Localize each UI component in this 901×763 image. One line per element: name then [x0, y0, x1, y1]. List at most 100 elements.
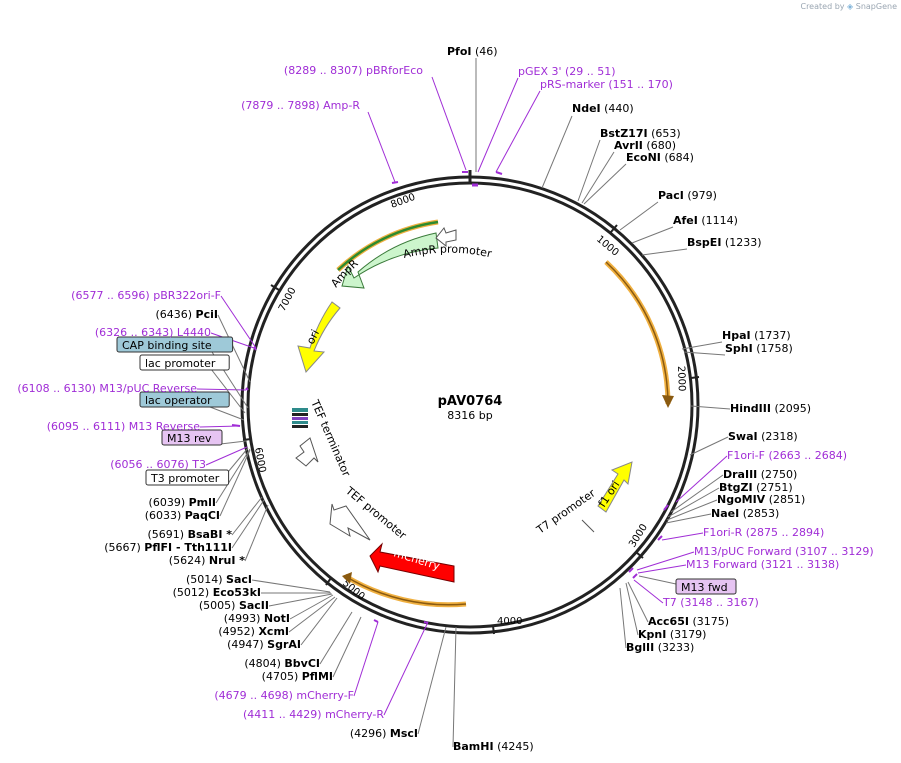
feature-label-tef-promoter: TEF promoter [342, 484, 409, 543]
callout-line-xcmi [288, 596, 336, 633]
site-eco53ki: (5012) Eco53kI [173, 586, 261, 599]
callout-line-pbr322ori-f [220, 295, 257, 349]
tef-terminator-arrow [295, 437, 319, 467]
callout-line-econi [583, 163, 627, 205]
site-paqci: (6033) PaqCI [145, 509, 220, 522]
site-hindiii: HindIII (2095) [730, 402, 811, 415]
feature-label-t7-promoter: T7 promoter [533, 486, 598, 537]
primer-m13-forward: M13 Forward (3121 .. 3138) [686, 558, 839, 571]
callout-line-m13-fwd [638, 575, 677, 585]
label-box-lac-operator [139, 391, 230, 408]
primer-pbr322ori-f: (6577 .. 6596) pBR322ori-F [71, 289, 221, 302]
callout-line-draiii [670, 474, 724, 513]
callout-line-bamhi [452, 626, 457, 748]
primer-t3: (6056 .. 6076) T3 [110, 458, 206, 471]
site-pfoi: PfoI (46) [447, 45, 498, 58]
site-sacii: (5005) SacII [199, 599, 269, 612]
callout-line-mcherry-r [383, 621, 429, 716]
callout-line-noti [289, 594, 334, 620]
site-pflmi: (4705) PflMI [262, 670, 333, 683]
callout-line-hindiii [690, 405, 731, 410]
callout-line-lac-operator [209, 406, 245, 421]
tick-label-2000: 2000 [675, 366, 687, 392]
site-econi: EcoNI (684) [626, 151, 694, 164]
site-bbvci: (4804) BbvCI [244, 657, 320, 670]
site-pmli: (6039) PmlI [149, 496, 216, 509]
callout-line-pmli [215, 448, 251, 504]
primer-f1ori-r: F1ori-R (2875 .. 2894) [703, 526, 824, 539]
site-acc65i: Acc65I (3175) [648, 615, 729, 628]
site-ngomiv: NgoMIV (2851) [717, 493, 805, 506]
callout-line-ngomiv [666, 499, 718, 521]
callout-line-amp-r [367, 111, 396, 183]
tick-label-4000: 4000 [497, 616, 522, 627]
site-bsabi: (5691) BsaBI * [148, 528, 233, 541]
snapgene-logo-icon: ◈ [847, 2, 854, 11]
site-saci: (5014) SacI [186, 573, 252, 586]
callout-line-f1ori-r [661, 532, 704, 541]
primer-mcherry-f: (4679 .. 4698) mCherry-F [214, 689, 354, 702]
site-bamhi: BamHI (4245) [453, 740, 534, 753]
site-hpai: HpaI (1737) [722, 329, 791, 342]
primer-pgex-3: pGEX 3' (29 .. 51) [518, 65, 616, 78]
feature-arrows [292, 219, 674, 608]
site-kpni: KpnI (3179) [638, 628, 706, 641]
callout-line-f1ori-f [675, 455, 728, 503]
label-t3-promoter: T3 promoter [150, 472, 220, 485]
brown-arc-right [605, 261, 669, 405]
site-draiii: DraIII (2750) [723, 468, 797, 481]
site-pflfi-tth111i: (5667) PflFI - Tth111I [104, 541, 232, 554]
site-afei: AfeI (1114) [673, 214, 738, 227]
callout-line-btgzi [667, 487, 720, 518]
credit-text: Created by [800, 2, 845, 11]
callout-line-bstz17i [577, 139, 601, 202]
snapgene-credit: Created by ◈ SnapGene [800, 2, 897, 11]
callout-line-hpai [681, 341, 723, 350]
site-xcmi: (4952) XcmI [218, 625, 289, 638]
gold-arc-right [604, 260, 671, 405]
callout-line-msci [417, 626, 447, 735]
callout-line-m13-reverse [199, 425, 241, 428]
site-bstz17i: BstZ17I (653) [600, 127, 681, 140]
label-cap-binding-site: CAP binding site [122, 339, 212, 352]
label-box-cap-binding-site [116, 336, 234, 353]
mcherry-arrow [369, 542, 455, 583]
callout-line-pgex-3 [477, 77, 519, 173]
tick-label-6000: 6000 [252, 447, 267, 474]
green-arc-top [337, 220, 439, 271]
primer-f1ori-f: F1ori-F (2663 .. 2684) [727, 449, 847, 462]
tick-label-3000: 3000 [627, 522, 650, 549]
callout-line-t7 [633, 579, 664, 604]
callout-line-swai [689, 436, 729, 456]
label-lac-operator: lac operator [145, 394, 212, 407]
credit-app: SnapGene [855, 2, 897, 11]
site-swai: SwaI (2318) [728, 430, 798, 443]
site-naei: NaeI (2853) [711, 507, 779, 520]
site-noti: (4993) NotI [224, 612, 290, 625]
callout-line-sphi [683, 351, 726, 356]
callout-line-sacii [268, 593, 333, 607]
callout-line-m13-forward [637, 564, 687, 574]
primer-m13-puc-reverse: (6108 .. 6130) M13/pUC Reverse [17, 382, 197, 395]
label-lac-promoter: lac promoter [145, 357, 216, 370]
callout-line-ndei [541, 115, 573, 189]
callout-line-bglii [619, 587, 627, 649]
site-paci: PacI (979) [658, 189, 717, 202]
feature-label-ampr-promoter: AmpR promoter [402, 243, 494, 261]
callout-line-sgrai [300, 597, 338, 646]
feature-label-tef-terminator: TEF terminator [308, 397, 353, 479]
primer-pbrforeco: (8289 .. 8307) pBRforEco [284, 64, 423, 77]
tef-promoter-arrow [329, 503, 371, 541]
site-sphi: SphI (1758) [725, 342, 793, 355]
primer-marks [231, 171, 669, 624]
callout-labels: PfoI (46)pGEX 3' (29 .. 51)pRS-marker (1… [17, 45, 873, 753]
callout-line-bspei [641, 248, 688, 256]
site-ndei: NdeI (440) [572, 102, 634, 115]
site-msci: (4296) MscI [350, 727, 418, 740]
plasmid-length: 8316 bp [447, 409, 492, 422]
callout-line-mcherry-f [353, 621, 379, 697]
tick-marks [242, 170, 700, 635]
t7-promoter-marker [581, 519, 595, 533]
label-box-m13-fwd [675, 578, 737, 595]
